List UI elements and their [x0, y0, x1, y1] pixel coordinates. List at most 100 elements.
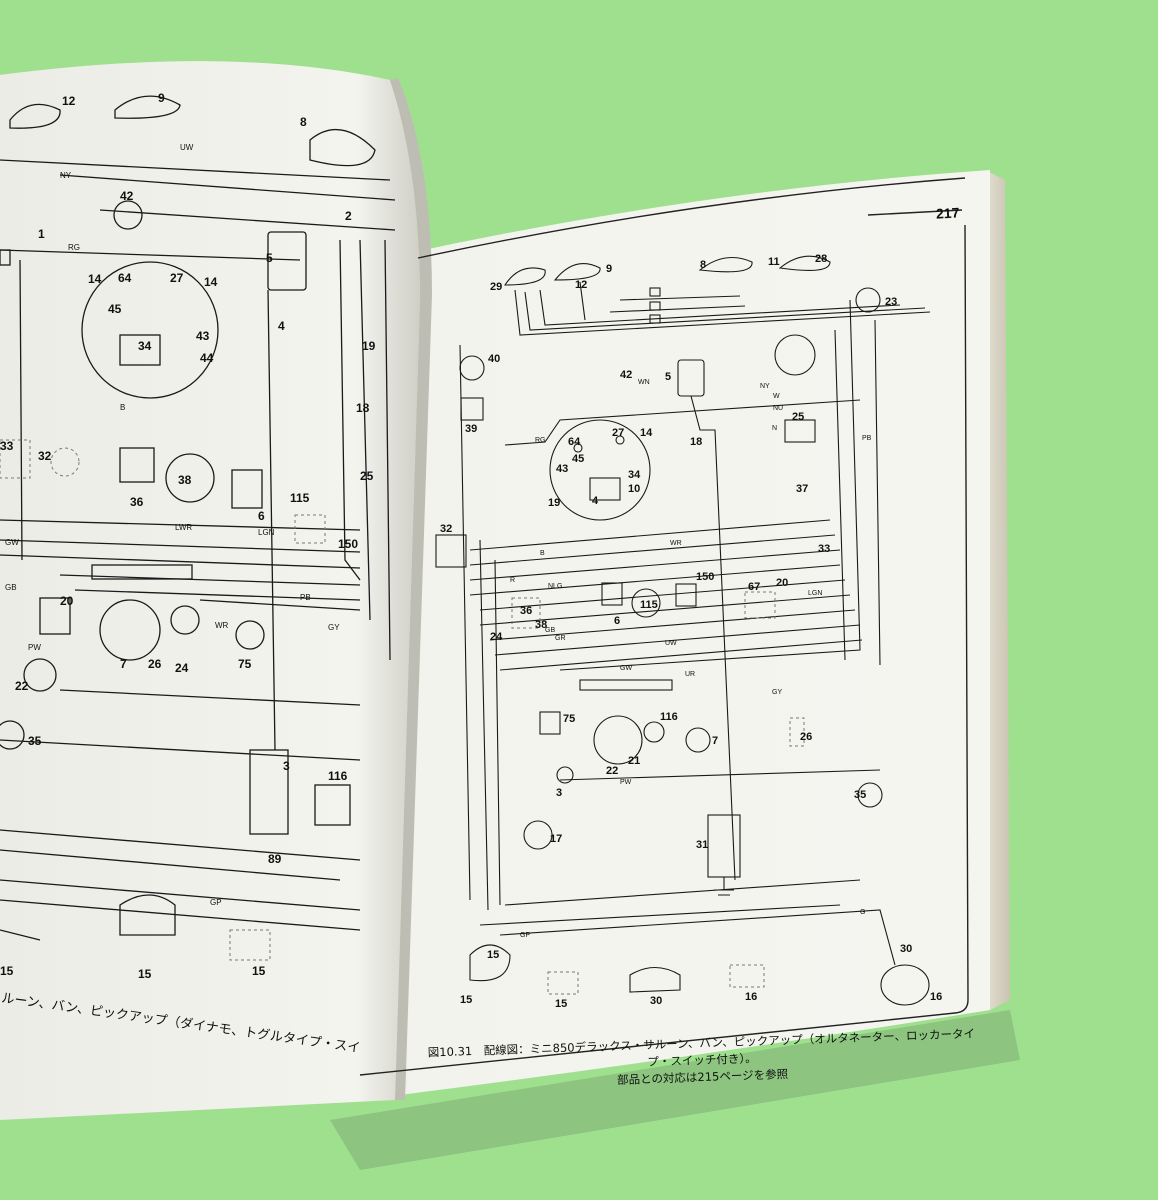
svg-text:5: 5: [665, 371, 671, 383]
svg-text:43: 43: [196, 329, 210, 343]
svg-text:42: 42: [620, 369, 632, 381]
svg-text:26: 26: [148, 657, 162, 671]
svg-text:33: 33: [0, 439, 14, 453]
svg-text:19: 19: [362, 339, 376, 353]
svg-text:3: 3: [283, 759, 290, 773]
svg-text:W: W: [773, 393, 780, 400]
svg-text:64: 64: [118, 271, 132, 285]
svg-text:12: 12: [62, 94, 76, 108]
svg-text:LGN: LGN: [808, 590, 822, 597]
svg-text:NLG: NLG: [548, 583, 562, 590]
svg-text:GY: GY: [328, 623, 340, 632]
svg-text:10: 10: [628, 483, 640, 495]
svg-text:UR: UR: [685, 671, 695, 678]
svg-text:28: 28: [815, 253, 827, 265]
svg-text:WN: WN: [638, 379, 650, 386]
svg-text:150: 150: [696, 571, 714, 583]
svg-text:GP: GP: [520, 932, 530, 939]
svg-text:15: 15: [487, 949, 499, 961]
svg-text:9: 9: [606, 263, 612, 275]
svg-text:12: 12: [575, 279, 587, 291]
svg-text:20: 20: [60, 594, 74, 608]
svg-text:115: 115: [640, 599, 658, 611]
svg-text:WR: WR: [215, 621, 229, 630]
svg-text:75: 75: [238, 657, 252, 671]
svg-text:18: 18: [690, 436, 702, 448]
svg-text:39: 39: [465, 423, 477, 435]
svg-text:6: 6: [258, 509, 265, 523]
svg-text:NU: NU: [773, 405, 783, 412]
svg-text:GY: GY: [772, 689, 782, 696]
svg-text:27: 27: [170, 271, 184, 285]
svg-text:R: R: [510, 577, 515, 584]
svg-text:30: 30: [650, 995, 662, 1007]
svg-text:2: 2: [345, 209, 352, 223]
svg-text:PW: PW: [620, 779, 632, 786]
svg-text:GP: GP: [210, 898, 222, 907]
left-page: [0, 61, 420, 1121]
svg-text:11: 11: [768, 256, 780, 268]
svg-text:23: 23: [885, 296, 897, 308]
svg-text:4: 4: [278, 319, 285, 333]
right-page: [360, 170, 990, 1100]
svg-text:LWR: LWR: [175, 523, 192, 532]
svg-text:44: 44: [200, 351, 214, 365]
svg-text:38: 38: [535, 619, 547, 631]
svg-text:8: 8: [700, 259, 706, 271]
svg-text:89: 89: [268, 852, 282, 866]
svg-text:UW: UW: [180, 143, 194, 152]
svg-text:WR: WR: [670, 540, 682, 547]
svg-text:36: 36: [520, 605, 532, 617]
svg-text:8: 8: [300, 115, 307, 129]
svg-text:32: 32: [38, 449, 52, 463]
svg-text:15: 15: [0, 964, 14, 978]
svg-text:B: B: [540, 550, 545, 557]
svg-text:14: 14: [640, 427, 653, 439]
svg-text:LGN: LGN: [258, 528, 275, 537]
right-wiring-diagram: [435, 255, 931, 1006]
svg-text:40: 40: [488, 353, 500, 365]
svg-text:21: 21: [628, 755, 640, 767]
svg-text:PW: PW: [28, 643, 41, 652]
svg-text:PB: PB: [862, 435, 872, 442]
svg-text:19: 19: [548, 497, 560, 509]
svg-text:18: 18: [356, 401, 370, 415]
svg-text:25: 25: [360, 469, 374, 483]
svg-text:35: 35: [28, 734, 42, 748]
svg-text:G: G: [860, 909, 865, 916]
svg-text:26: 26: [800, 731, 812, 743]
page-edge-stack: [985, 170, 1010, 1010]
svg-text:GW: GW: [5, 538, 19, 547]
svg-text:31: 31: [696, 839, 708, 851]
svg-text:RG: RG: [535, 437, 546, 444]
svg-text:GR: GR: [555, 635, 566, 642]
svg-text:15: 15: [252, 964, 266, 978]
svg-text:7: 7: [120, 657, 127, 671]
svg-text:34: 34: [138, 339, 152, 353]
svg-text:NY: NY: [60, 171, 72, 180]
svg-text:3: 3: [556, 787, 562, 799]
svg-text:29: 29: [490, 281, 502, 293]
svg-text:14: 14: [204, 275, 218, 289]
svg-text:22: 22: [606, 765, 618, 777]
svg-text:35: 35: [854, 789, 866, 801]
svg-text:15: 15: [555, 998, 567, 1010]
svg-text:67: 67: [748, 581, 760, 593]
svg-text:45: 45: [108, 302, 122, 316]
svg-text:9: 9: [158, 91, 165, 105]
svg-text:42: 42: [120, 189, 134, 203]
svg-text:UW: UW: [665, 640, 677, 647]
svg-text:27: 27: [612, 427, 624, 439]
svg-text:NY: NY: [760, 383, 770, 390]
svg-text:25: 25: [792, 411, 804, 423]
svg-text:38: 38: [178, 473, 192, 487]
svg-text:6: 6: [614, 615, 620, 627]
svg-text:PB: PB: [300, 593, 311, 602]
svg-text:5: 5: [266, 251, 273, 265]
svg-text:4: 4: [592, 495, 599, 507]
svg-text:43: 43: [556, 463, 568, 475]
svg-text:116: 116: [660, 711, 678, 723]
svg-text:GW: GW: [620, 665, 632, 672]
